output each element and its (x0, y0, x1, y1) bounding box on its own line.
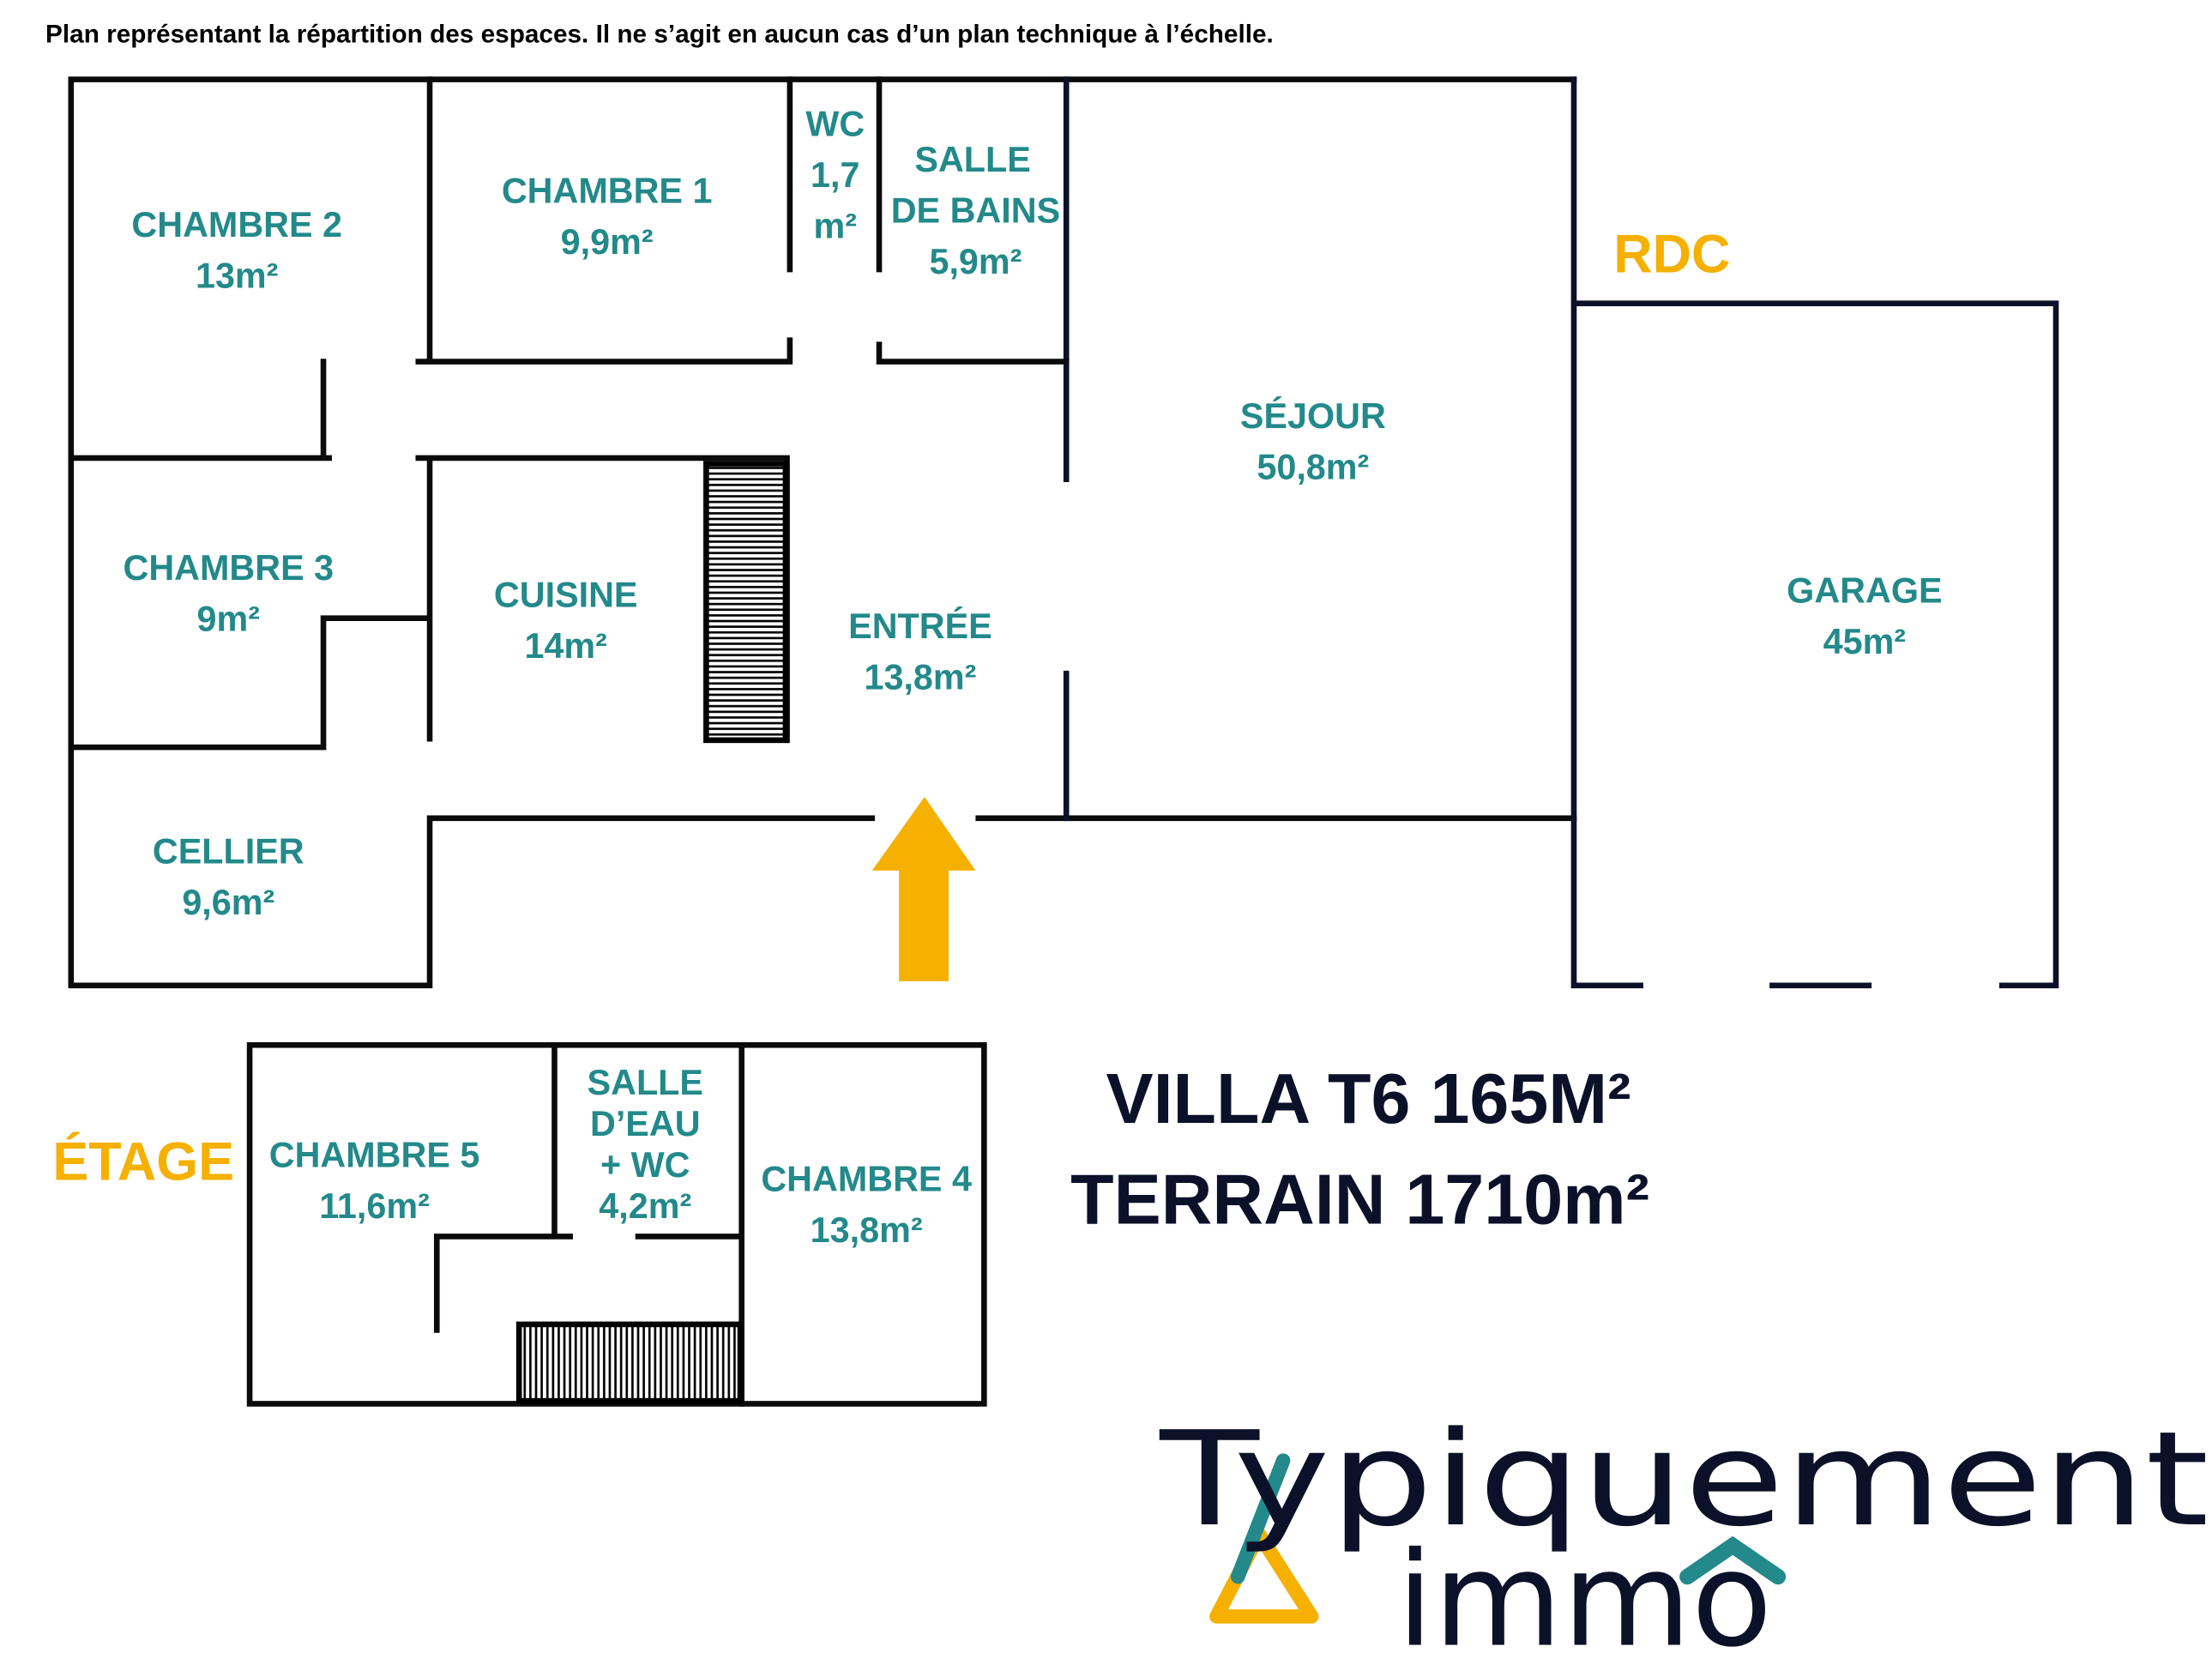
room-cellier-area: 9,6m² (182, 883, 274, 922)
room-chambre3-name: CHAMBRE 3 (123, 548, 334, 588)
room-sde-name3: + WC (600, 1145, 690, 1185)
room-chambre5-area: 11,6m² (319, 1186, 430, 1226)
staircase (703, 461, 789, 744)
room-sde-name: SALLE (588, 1063, 703, 1102)
room-garage-name: GARAGE (1787, 571, 1942, 611)
room-sdb-name: SALLE (914, 140, 1030, 179)
room-chambre4-area: 13,8m² (811, 1210, 923, 1250)
room-entree-area: 13,8m² (865, 657, 977, 697)
room-cuisine-name: CUISINE (494, 575, 638, 614)
room-cellier-name: CELLIER (153, 832, 304, 872)
logo: Typiquement immo (1159, 1403, 2209, 1659)
entrance-arrow-icon (871, 796, 976, 981)
logo-house-roof-icon (1679, 1535, 1787, 1585)
room-sde-area: 4,2m² (599, 1186, 691, 1226)
staircase-upper (515, 1321, 744, 1404)
ground-floor-walls (68, 76, 2059, 989)
room-chambre1-area: 9,9m² (561, 222, 654, 262)
room-sde-name2: D’EAU (590, 1104, 701, 1143)
logo-y-stroke-icon (1230, 1453, 1291, 1584)
summary-villa: VILLA T6 165M² (1106, 1059, 1631, 1138)
room-chambre5-name: CHAMBRE 5 (269, 1135, 480, 1174)
room-wc-name: WC (805, 105, 865, 144)
room-wc-area: 1,7 (811, 155, 859, 195)
room-garage-area: 45m² (1823, 622, 1906, 661)
level-label-ground: RDC (1613, 224, 1730, 284)
room-labels: CHAMBRE 2 13m² CHAMBRE 1 9,9m² WC 1,7 m²… (123, 105, 1942, 1250)
room-sejour-name: SÉJOUR (1240, 396, 1386, 436)
room-sejour-area: 50,8m² (1257, 448, 1369, 487)
room-entree-name: ENTRÉE (848, 606, 992, 646)
logo-word2: immo (1396, 1523, 1772, 1659)
room-chambre2-area: 13m² (196, 256, 278, 296)
room-sdb-name2: DE BAINS (891, 191, 1060, 231)
summary-terrain: TERRAIN 1710m² (1070, 1160, 1649, 1240)
level-label-upper: ÉTAGE (52, 1131, 234, 1191)
room-chambre1-name: CHAMBRE 1 (502, 171, 713, 210)
room-cuisine-area: 14m² (524, 626, 606, 666)
upper-floor-walls (246, 1041, 987, 1407)
room-chambre3-area: 9m² (197, 600, 260, 639)
room-chambre4-name: CHAMBRE 4 (761, 1160, 972, 1199)
room-chambre2-name: CHAMBRE 2 (131, 205, 342, 244)
logo-word1: Typiquement (1159, 1403, 2209, 1555)
room-sdb-area: 5,9m² (929, 242, 1022, 281)
disclaimer: Plan représentant la répartition des esp… (45, 21, 1274, 49)
room-wc-unit: m² (814, 207, 858, 246)
